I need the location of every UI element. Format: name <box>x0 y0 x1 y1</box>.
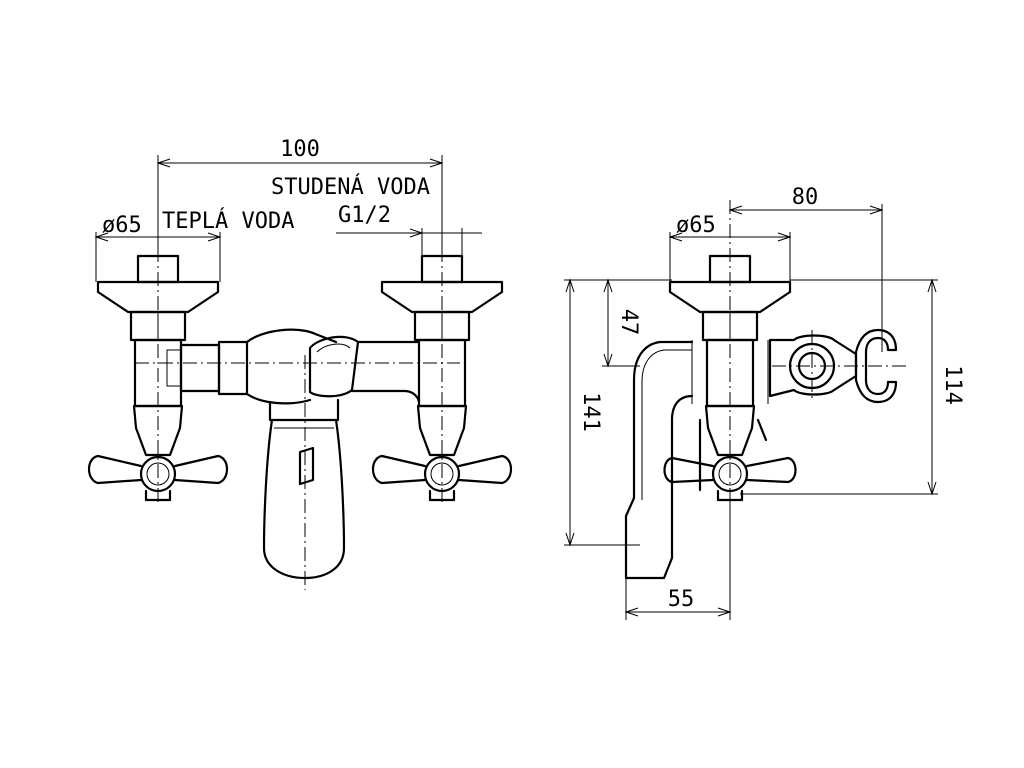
dimension-80-label: 80 <box>792 185 819 210</box>
dimension-47-label: 47 <box>616 309 641 336</box>
hot-water-label: TEPLÁ VODA <box>162 208 294 234</box>
cold-water-label: STUDENÁ VODA <box>271 174 430 200</box>
side-spout <box>624 340 694 580</box>
front-view: 100 STUDENÁ VODA TEPLÁ VODA G1/2 ø65 <box>87 137 513 590</box>
dimension-141-label: 141 <box>578 392 603 432</box>
side-view: 80 ø65 141 47 114 <box>564 185 965 620</box>
diameter-label-front: ø65 <box>102 213 142 238</box>
dimension-width: 100 <box>156 137 444 262</box>
dimension-114-label: 114 <box>940 365 965 405</box>
dimension-width-label: 100 <box>280 137 320 162</box>
diameter-label-side: ø65 <box>676 213 716 238</box>
mixer-body <box>166 328 421 580</box>
thread-label: G1/2 <box>338 203 391 228</box>
dimension-55-label: 55 <box>668 587 695 612</box>
right-valve <box>371 254 513 502</box>
shower-holder <box>768 328 898 404</box>
